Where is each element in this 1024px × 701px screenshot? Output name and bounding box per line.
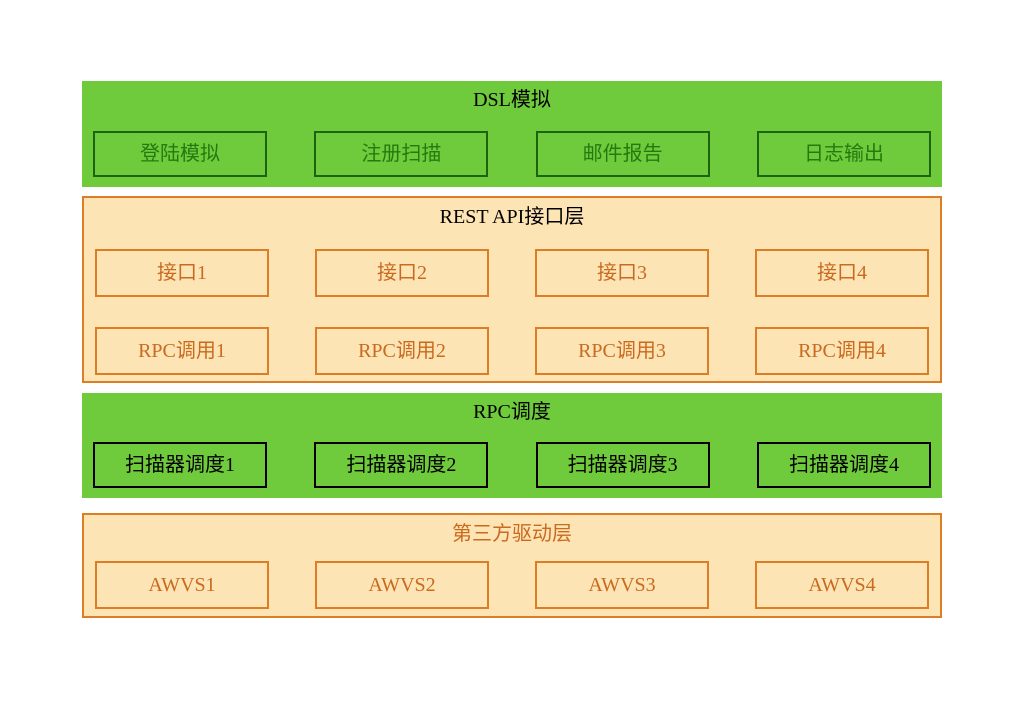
layer-rpc-schedule: RPC调度 扫描器调度1 扫描器调度2 扫描器调度3 扫描器调度4 <box>82 393 942 498</box>
node-rpc-call-2: RPC调用2 <box>315 327 489 375</box>
node-interface-1: 接口1 <box>95 249 269 297</box>
node-awvs-1: AWVS1 <box>95 561 269 609</box>
layer-rest-api-row-interfaces: 接口1 接口2 接口3 接口4 <box>84 249 940 297</box>
node-awvs-3: AWVS3 <box>535 561 709 609</box>
node-rpc-call-1: RPC调用1 <box>95 327 269 375</box>
layer-dsl-title: DSL模拟 <box>473 89 551 111</box>
node-interface-3: 接口3 <box>535 249 709 297</box>
node-awvs-2: AWVS2 <box>315 561 489 609</box>
node-register-scan: 注册扫描 <box>314 131 489 177</box>
layer-third-party-driver: 第三方驱动层 AWVS1 AWVS2 AWVS3 AWVS4 <box>82 513 942 618</box>
node-interface-2: 接口2 <box>315 249 489 297</box>
node-scanner-schedule-4: 扫描器调度4 <box>756 442 931 488</box>
node-rpc-call-3: RPC调用3 <box>535 327 709 375</box>
layer-dsl: DSL模拟 登陆模拟 注册扫描 邮件报告 日志输出 <box>82 81 942 187</box>
layer-rpc-schedule-title: RPC调度 <box>473 401 551 423</box>
layer-rest-api-row-rpc-calls: RPC调用1 RPC调用2 RPC调用3 RPC调用4 <box>84 327 940 375</box>
node-log-output: 日志输出 <box>756 131 931 177</box>
layer-third-party-driver-title: 第三方驱动层 <box>452 523 572 545</box>
layer-stack: DSL模拟 登陆模拟 注册扫描 邮件报告 日志输出 REST API接口层 接口… <box>82 81 942 618</box>
node-scanner-schedule-2: 扫描器调度2 <box>314 442 489 488</box>
layer-rpc-schedule-row: 扫描器调度1 扫描器调度2 扫描器调度3 扫描器调度4 <box>82 442 942 488</box>
node-mail-report: 邮件报告 <box>535 131 710 177</box>
layer-third-party-driver-row: AWVS1 AWVS2 AWVS3 AWVS4 <box>84 561 940 609</box>
node-login-sim: 登陆模拟 <box>93 131 267 177</box>
node-scanner-schedule-3: 扫描器调度3 <box>535 442 710 488</box>
layer-rest-api: REST API接口层 接口1 接口2 接口3 接口4 RPC调用1 RPC调用… <box>82 196 942 383</box>
node-scanner-schedule-1: 扫描器调度1 <box>93 442 267 488</box>
layer-dsl-row: 登陆模拟 注册扫描 邮件报告 日志输出 <box>82 131 942 177</box>
node-interface-4: 接口4 <box>755 249 929 297</box>
node-rpc-call-4: RPC调用4 <box>755 327 929 375</box>
layer-rest-api-title: REST API接口层 <box>439 206 585 228</box>
node-awvs-4: AWVS4 <box>755 561 929 609</box>
